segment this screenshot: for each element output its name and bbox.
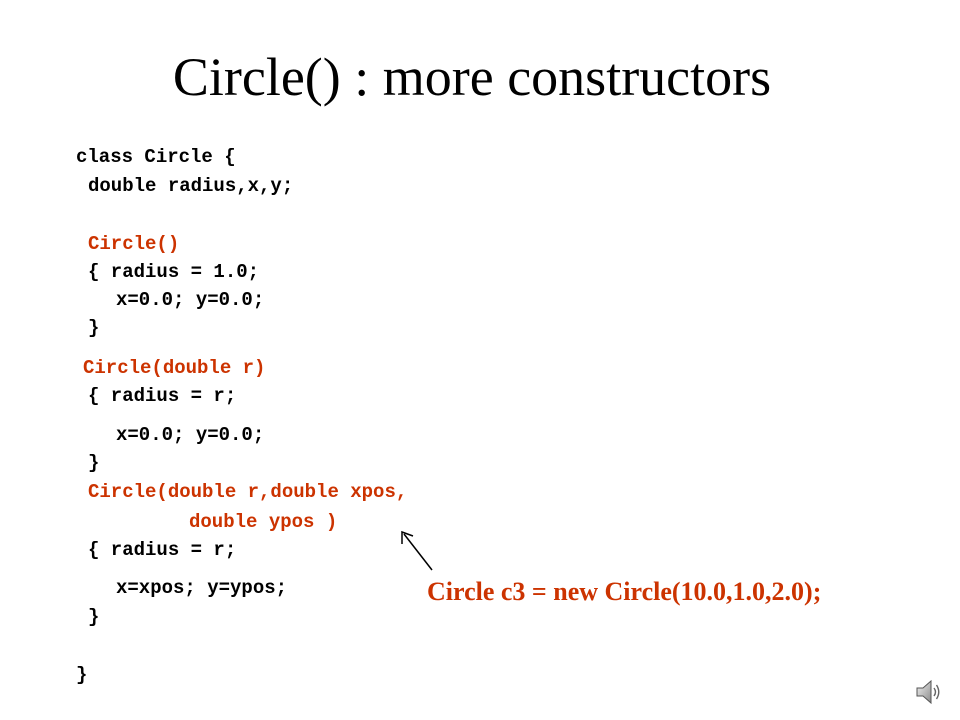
speaker-icon[interactable] <box>915 677 943 707</box>
code-line-ctor3-body-2: x=xpos; y=ypos; <box>116 577 288 599</box>
code-line-ctor3-signature-2: double ypos ) <box>189 511 338 533</box>
code-line-ctor3-close: } <box>88 606 100 628</box>
code-line-fields: double radius,x,y; <box>88 175 294 197</box>
code-line-ctor1-body-1: { radius = 1.0; <box>88 261 260 283</box>
code-line-ctor2-body-2: x=0.0; y=0.0; <box>116 424 265 446</box>
code-line-class-close: } <box>76 664 88 686</box>
code-line-ctor1-signature: Circle() <box>88 233 180 255</box>
code-line-class-header: class Circle { <box>76 146 236 168</box>
code-line-ctor1-close: } <box>88 317 100 339</box>
code-line-ctor3-signature-1: Circle(double r,double xpos, <box>88 481 408 503</box>
constructor-call-annotation: Circle c3 = new Circle(10.0,1.0,2.0); <box>427 577 822 606</box>
slide-title: Circle() : more constructors <box>172 47 772 107</box>
code-line-ctor1-body-2: x=0.0; y=0.0; <box>116 289 265 311</box>
arrow-icon <box>401 530 433 571</box>
code-line-ctor2-signature: Circle(double r) <box>83 357 266 379</box>
code-line-ctor2-body-1: { radius = r; <box>88 385 237 407</box>
code-line-ctor3-body-1: { radius = r; <box>88 539 237 561</box>
code-line-ctor2-close: } <box>88 452 100 474</box>
